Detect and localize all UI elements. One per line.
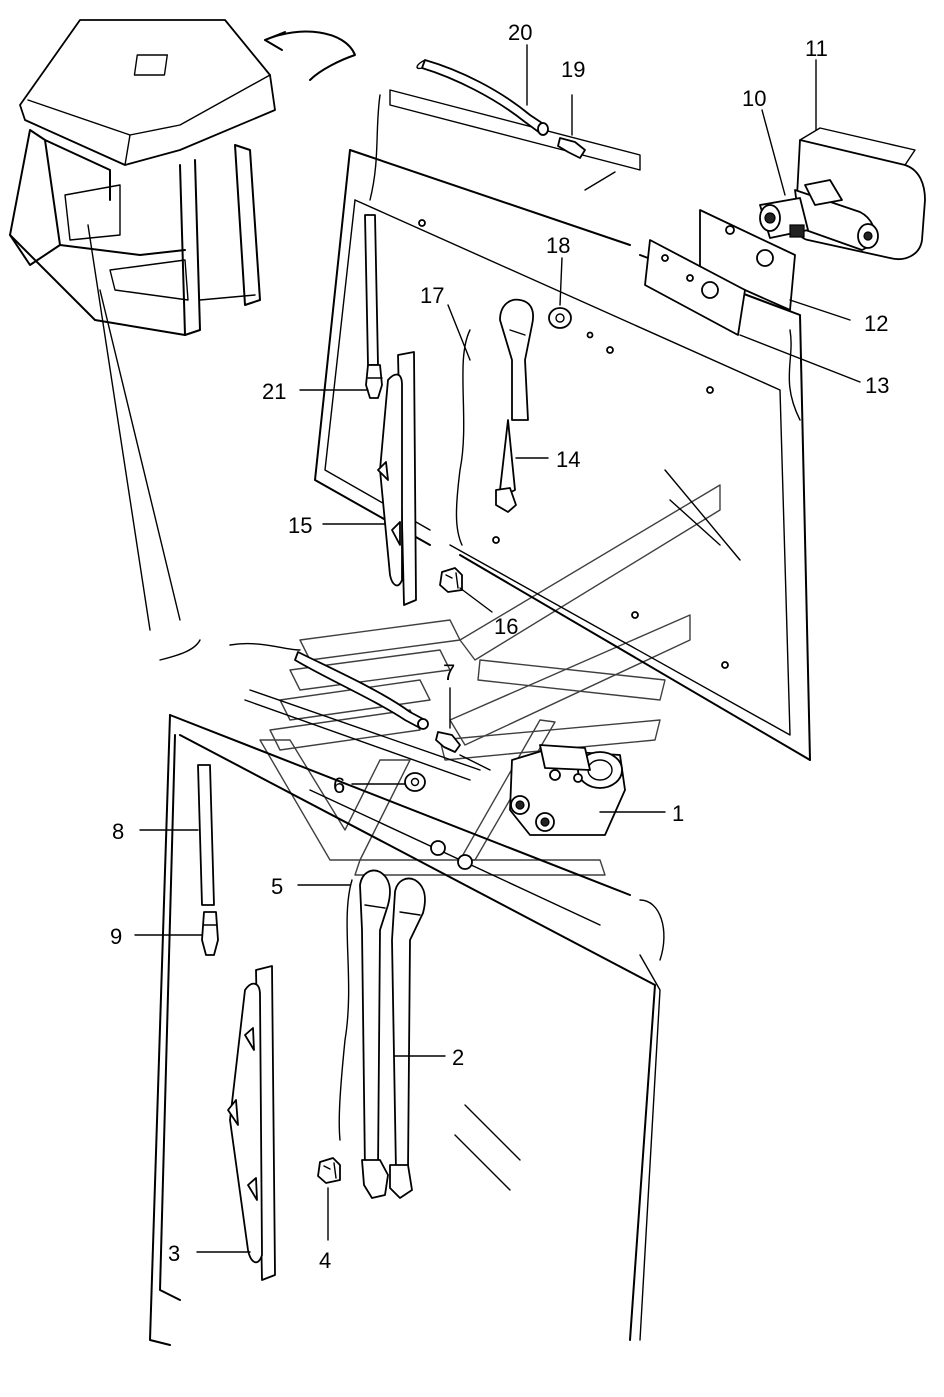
- watermark-logo: [259, 484, 721, 876]
- callout-3: 3: [168, 1241, 180, 1266]
- callout-2: 2: [452, 1045, 464, 1070]
- part-16-clip: [439, 567, 463, 593]
- callout-9: 9: [110, 924, 122, 949]
- callout-8: 8: [112, 819, 124, 844]
- callout-16: 16: [494, 614, 518, 639]
- part-14-rear-wiper-arm: [455, 298, 534, 546]
- callout-14: 14: [556, 447, 580, 472]
- callout-15: 15: [288, 513, 312, 538]
- part-18-washer: [548, 307, 572, 329]
- front-window-panel: [149, 639, 665, 1346]
- callout-1: 1: [672, 801, 684, 826]
- part-7-nozzle: [435, 687, 491, 771]
- part-8-hose: [197, 764, 215, 906]
- part-21-nozzle: [364, 214, 383, 399]
- callout-4: 4: [319, 1248, 331, 1273]
- callout-17: 17: [420, 283, 444, 308]
- callout-6: 6: [333, 773, 345, 798]
- callout-19: 19: [561, 57, 585, 82]
- part-1-front-wiper-motor: [509, 744, 626, 836]
- part-15-rear-wiper-blade: [377, 351, 417, 606]
- callout-12: 12: [864, 311, 888, 336]
- part-2-front-wiper-arms: [338, 869, 426, 1199]
- callout-20: 20: [508, 20, 532, 45]
- part-4-clip: [317, 1157, 341, 1184]
- hose-lower: [294, 651, 429, 730]
- part-20-hose-upper: [416, 59, 549, 136]
- callout-11: 11: [805, 36, 828, 61]
- cab-overview: [9, 19, 356, 631]
- callout-labels: 1 2 3 4 5 6 7 8 9 10 11 12 13 14 15 16 1…: [110, 20, 889, 1273]
- callout-5: 5: [271, 874, 283, 899]
- callout-10: 10: [742, 86, 766, 111]
- part-3-front-wiper-blade: [227, 965, 276, 1281]
- part-10-rear-wiper-motor: [759, 179, 879, 251]
- part-6-washer: [404, 772, 426, 792]
- callout-13: 13: [865, 373, 889, 398]
- callout-18: 18: [546, 233, 570, 258]
- rear-window-panel: [314, 89, 811, 761]
- leader-lines: [134, 44, 861, 1253]
- part-19-nozzle: [557, 94, 586, 159]
- part-12-13-plates: [644, 209, 796, 336]
- callout-7: 7: [443, 660, 455, 685]
- part-9-nozzle: [201, 911, 219, 956]
- callout-21: 21: [262, 379, 286, 404]
